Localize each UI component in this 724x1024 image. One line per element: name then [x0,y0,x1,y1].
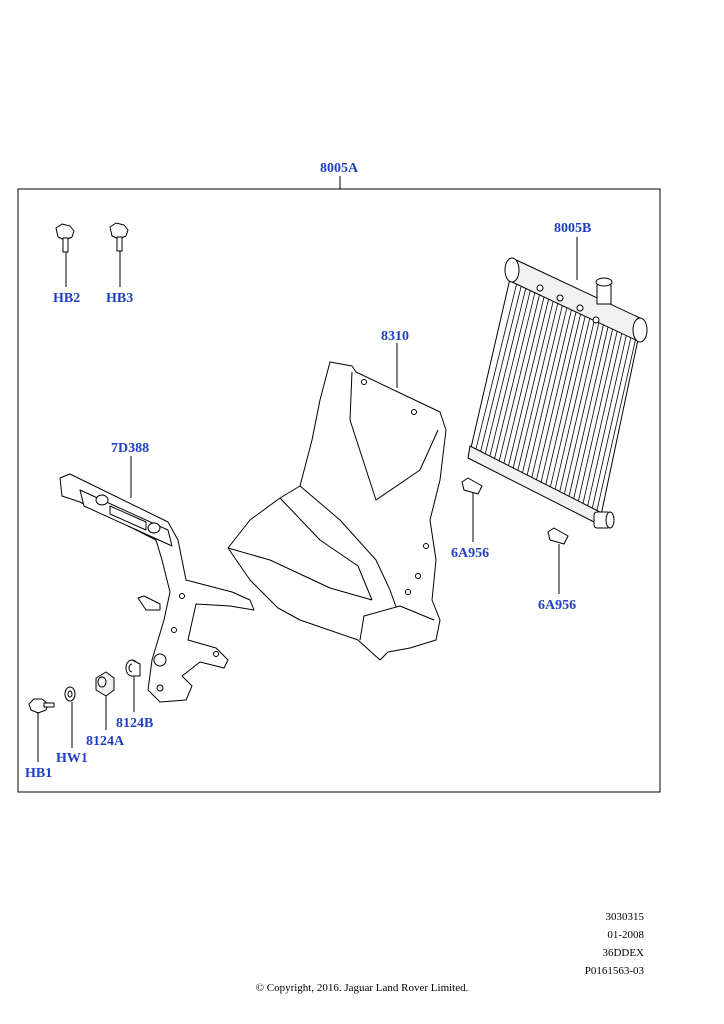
cooler-fin [483,288,527,460]
cooler-fin [576,331,618,508]
cooler-fin [594,339,636,518]
bolt-hb3 [109,222,129,252]
cooler-fin [557,322,600,499]
cooler-fin [539,314,581,489]
callout-7d388[interactable]: 7D388 [111,441,149,456]
cooler-fin [585,335,627,513]
bush-8124b [125,659,141,677]
bolt-hb2 [55,223,75,253]
cooler-fin [581,333,623,511]
assembly-frame [17,188,661,793]
cooler-fin [534,311,577,487]
cooler-fin [520,305,563,479]
bush-8124a [95,671,115,697]
callout-6a956-1[interactable]: 6A956 [451,546,489,561]
ref-line-4: P0161563-03 [584,965,644,977]
washer-hw1 [64,686,76,702]
cooler-fin [553,320,595,496]
cooler-fin [562,324,604,501]
callout-hb1[interactable]: HB1 [25,766,52,781]
cooler-fin [492,292,536,465]
clip-6a956-2 [547,527,569,545]
cooler-fin [516,303,559,477]
ref-line-1: 3030315 [605,911,645,923]
cooler-fin [543,316,586,491]
callout-hb2[interactable]: HB2 [53,291,80,306]
callout-hb3[interactable]: HB3 [106,291,133,306]
cooler-fin [571,329,613,506]
callout-8124b[interactable]: 8124B [116,716,153,731]
cooler-fin [497,294,540,467]
clip-6a956-1 [461,477,483,495]
callout-hw1[interactable]: HW1 [56,751,88,766]
callout-8310[interactable]: 8310 [381,329,409,344]
cooler-fin [525,307,568,482]
ref-line-3: 36DDEX [602,947,644,959]
drawing-reference: 3030315 01-2008 36DDEX P0161563-03 [585,908,644,980]
cooler-fin [502,296,545,470]
cooler-fin [511,301,554,474]
air-duct [227,361,447,661]
copyright-notice: © Copyright, 2016. Jaguar Land Rover Lim… [255,982,469,994]
cooler-fin [529,309,572,484]
cooler-fin [548,318,591,494]
callout-6a956-2[interactable]: 6A956 [538,598,576,613]
callout-8005A[interactable]: 8005A [320,161,359,176]
cooler-fin [478,286,522,457]
ref-line-2: 01-2008 [607,929,644,941]
mounting-bracket [59,473,255,703]
callout-8124a[interactable]: 8124A [86,734,125,749]
cooler-fin [474,284,517,455]
cooler-fin [506,299,549,472]
cooler-fin [567,326,609,504]
cooler-fin [590,337,632,516]
oil-cooler [467,257,648,529]
callout-8005b[interactable]: 8005B [554,221,591,236]
bolt-hb1 [28,698,55,714]
cooler-fin [488,290,531,462]
